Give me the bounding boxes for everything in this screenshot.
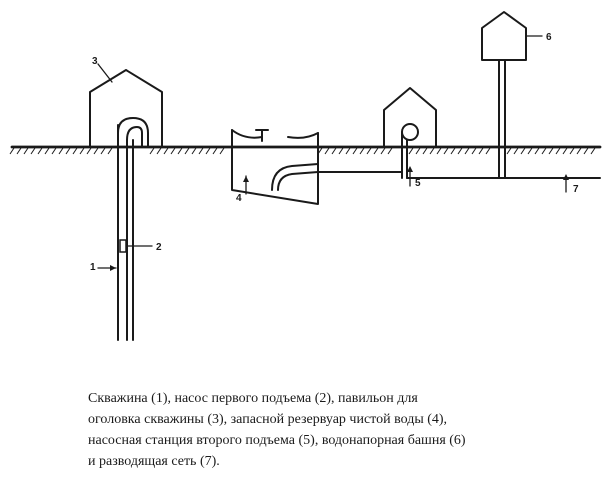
label-second-lift-station: 5 [415,178,421,189]
clean-water-reservoir [231,129,403,205]
well-shaft [117,124,134,341]
caption-line: насосная станция второго подъема (5), во… [88,433,466,448]
second-lift-station [383,87,601,179]
label-water-tower: 6 [546,32,552,43]
label-distribution-network: 7 [573,184,579,195]
caption-line: и разводящая сеть (7). [88,454,220,469]
caption-line: Скважина (1), насос первого подъема (2),… [88,391,418,406]
label-pump-first-lift: 2 [156,242,162,253]
figure-caption: Скважина (1), насос первого подъема (2),… [88,388,588,472]
label-clean-water-reservoir: 4 [236,193,242,204]
label-well: 1 [90,262,96,273]
caption-line: оголовка скважины (3), запасной резервуа… [88,412,448,427]
ground-line [9,145,602,155]
water-tower [481,11,527,179]
leader-lines [97,35,569,271]
first-lift-pump [119,239,127,253]
label-wellhead-pavilion: 3 [92,56,98,67]
wellhead-pavilion [89,69,163,148]
